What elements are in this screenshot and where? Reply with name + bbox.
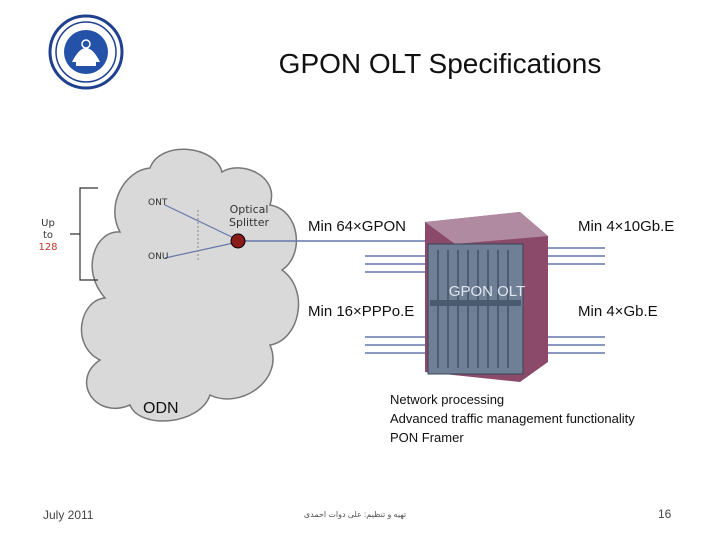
optical-splitter-label: Optical Splitter: [229, 203, 269, 229]
odn-label: ODN: [143, 400, 179, 417]
gpon-olt-chassis: [425, 212, 548, 382]
up-to-label: Up to 128: [36, 218, 60, 254]
gpon-ports-label: Min 64×GPON: [308, 218, 406, 235]
page-title: GPON OLT Specifications: [278, 48, 602, 79]
odn-cloud: [80, 148, 300, 422]
pppoe-ports-label: Min 16×PPPo.E: [308, 303, 415, 320]
up-to-text: Up to: [41, 218, 55, 241]
olt-features-list: Network processing Advanced traffic mana…: [390, 390, 635, 447]
university-seal-logo: [48, 14, 124, 90]
onu-fiber-line: [164, 241, 239, 259]
up-to-value: 128: [38, 242, 58, 253]
onu-label: ONU: [148, 252, 169, 262]
up-to-bracket: [70, 187, 98, 281]
ont-label: ONT: [148, 198, 168, 208]
feature-item: Advanced traffic management functionalit…: [390, 411, 635, 426]
ge-ports-label: Min 4×Gb.E: [578, 303, 658, 320]
footer-date: July 2011: [43, 508, 94, 522]
olt-label: GPON OLT: [448, 283, 526, 300]
feature-item: Network processing: [390, 392, 505, 407]
right-port-lines: [545, 247, 605, 354]
feature-item: PON Framer: [390, 430, 464, 445]
optical-splitter-node: [230, 233, 246, 249]
ge10-ports-label: Min 4×10Gb.E: [578, 218, 675, 235]
footer-credit: تهیه و تنظیم: علی دوات احمدی: [303, 510, 407, 519]
page-number: 16: [658, 507, 672, 521]
ont-fiber-line: [164, 204, 239, 241]
